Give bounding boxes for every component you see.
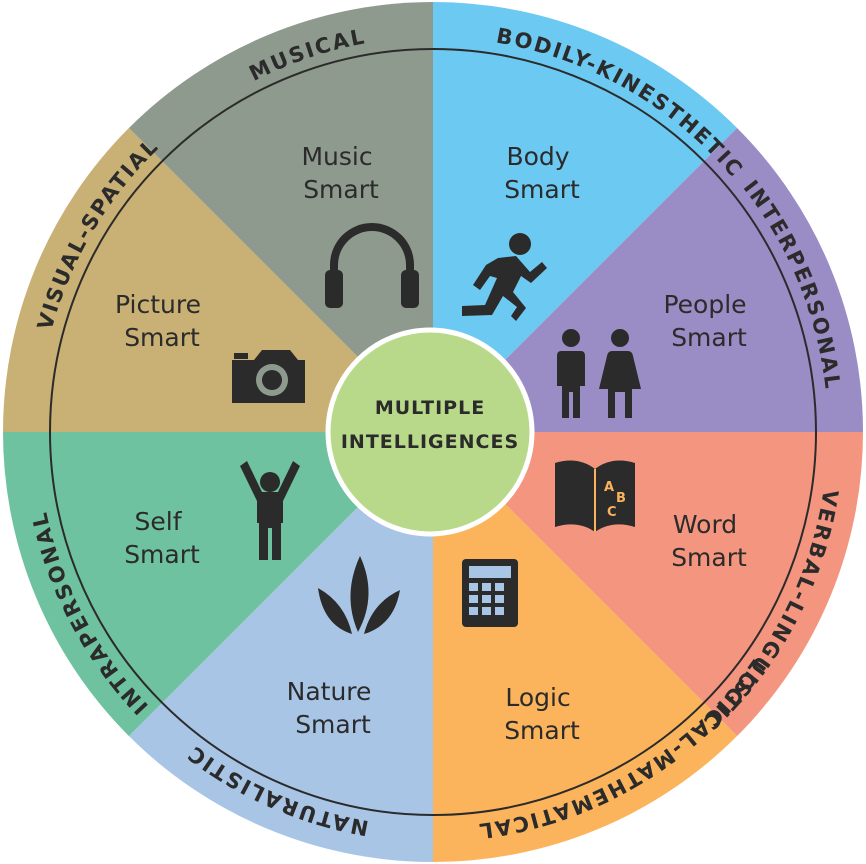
svg-text:B: B — [616, 491, 626, 506]
person-arms-up-icon — [240, 461, 300, 560]
segment-label-picture: Picture Smart — [115, 290, 209, 352]
segment-musical — [433, 1, 738, 432]
center-title-line1: MULTIPLE — [375, 397, 485, 419]
segment-intrapersonal — [2, 127, 433, 432]
headphones-icon — [325, 223, 419, 308]
leaves-icon — [318, 556, 400, 634]
segment-label-nature: Nature Smart — [287, 677, 380, 739]
center-circle — [325, 327, 535, 537]
segment-interpersonal — [433, 432, 863, 737]
man-woman-icon — [557, 329, 641, 418]
segment-label-music: Music Smart — [301, 142, 380, 204]
segment-bodily — [433, 127, 863, 432]
camera-icon — [232, 350, 305, 403]
running-person-icon — [462, 233, 547, 321]
segment-label-word: Word Smart — [671, 510, 747, 572]
segment-label-people: People Smart — [663, 290, 754, 352]
segment-visual — [128, 2, 433, 432]
center-title-line2: INTELLIGENCES — [341, 431, 519, 453]
inner-ring — [49, 48, 817, 816]
svg-text:A: A — [604, 480, 614, 495]
segment-label-self: Self Smart — [124, 507, 200, 569]
abc-book-icon: A B C — [555, 460, 635, 532]
segment-label-logic: Logic Smart — [504, 683, 580, 745]
segment-naturalistic — [2, 432, 433, 737]
segment-label-body: Body Smart — [504, 142, 580, 204]
svg-text:C: C — [607, 505, 617, 520]
calculator-icon — [462, 559, 518, 627]
segment-verbal — [433, 432, 738, 862]
segment-logical — [128, 432, 433, 862]
